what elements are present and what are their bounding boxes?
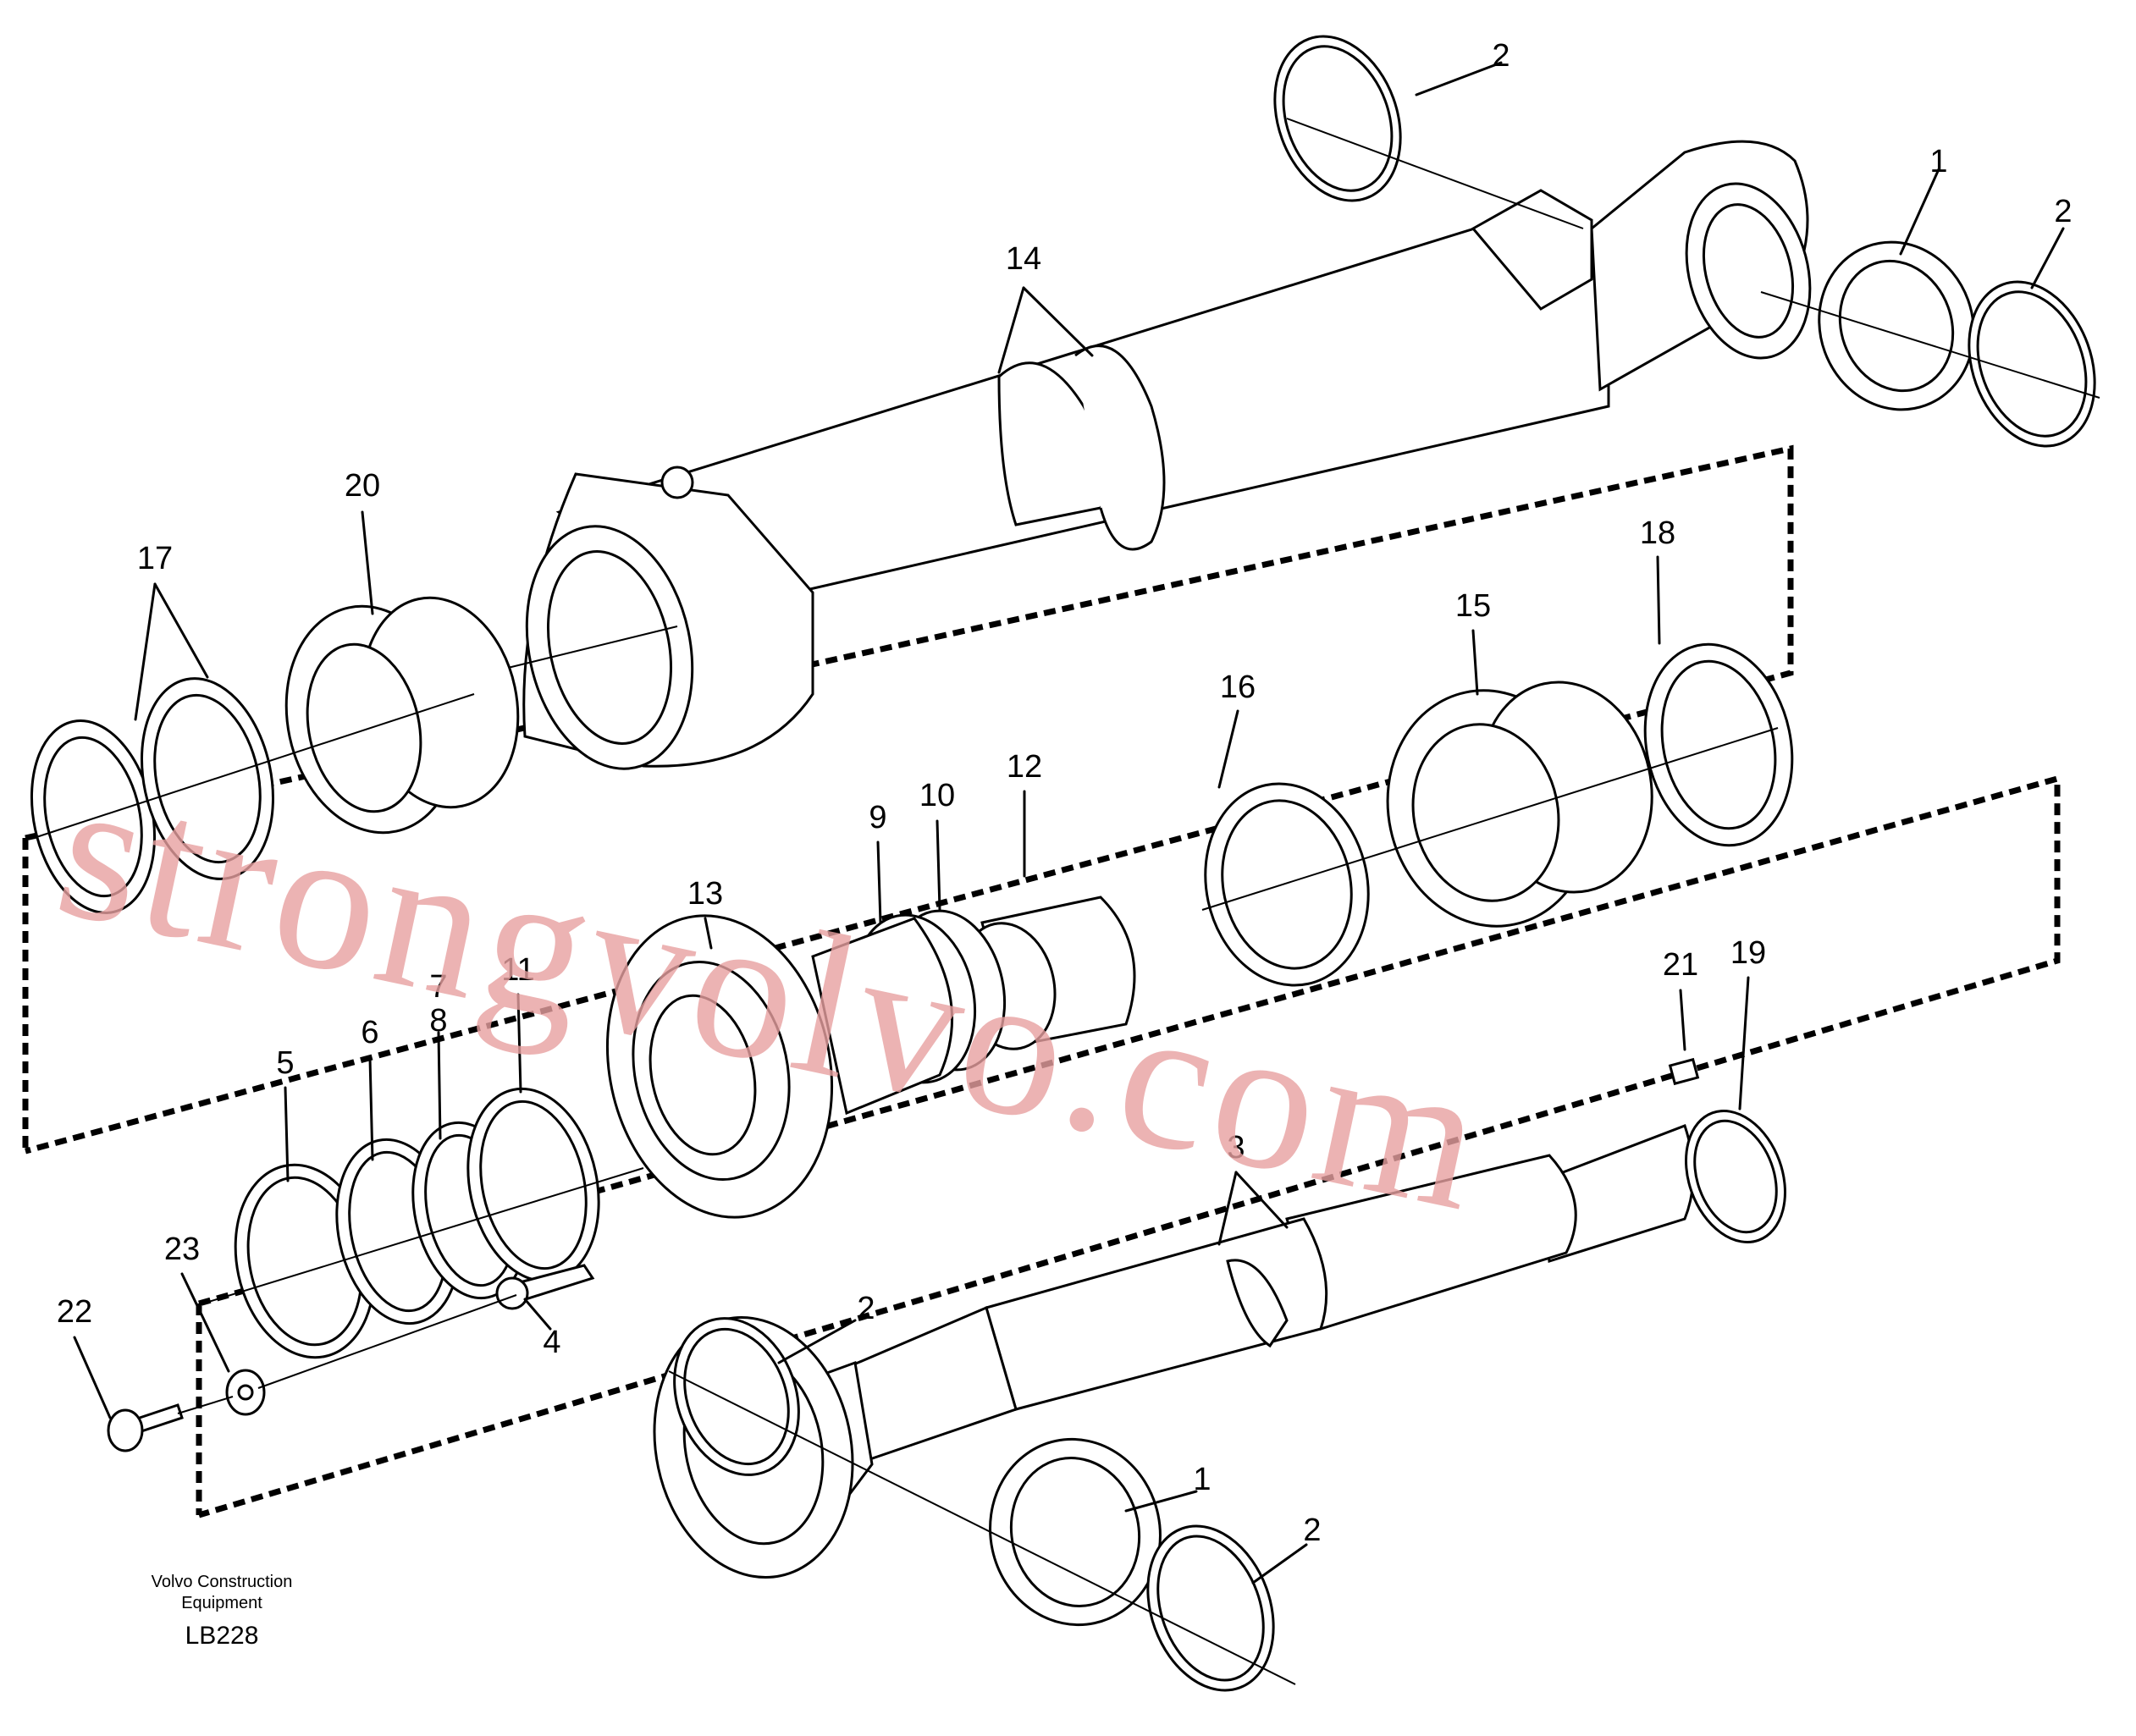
rod-seal-group [202,1087,644,1359]
group-frame-lower [196,774,2061,1518]
part-label-4: 4 [543,1325,560,1360]
part-label-14: 14 [1006,241,1041,277]
part-label-23: 23 [164,1232,200,1267]
part-label-17: 17 [137,541,173,576]
part-label-3: 3 [1227,1130,1245,1166]
lock-ring-and-screw [1668,1057,1786,1243]
cylinder-head-group [605,896,1136,1219]
part-label-5: 5 [276,1045,294,1081]
part-label-1-top: 1 [1929,144,1947,179]
part-label-13: 13 [687,876,723,912]
part-label-22: 22 [57,1294,92,1330]
part-label-2-top: 2 [1492,38,1510,74]
footer-block: Volvo Construction Equipment LB228 [152,1573,293,1650]
piston-rod [653,1124,1695,1692]
part-label-2-mid: 2 [857,1291,875,1326]
part-label-2-right: 2 [2054,194,2072,229]
part-label-12: 12 [1007,749,1042,785]
part-label-18: 18 [1640,515,1675,551]
upper-bearing-group [1273,35,2100,448]
part-label-20: 20 [345,468,380,504]
part-label-1-bottom: 1 [1193,1462,1211,1497]
group-frame-upper [22,444,1794,1155]
part-label-7: 7 [429,969,447,1005]
part-label-15: 15 [1455,588,1491,624]
part-label-2-bottom: 2 [1303,1513,1321,1548]
leader-lines [73,61,2065,1584]
part-labels: 2 1 2 14 20 17 18 15 16 12 10 9 13 11 7 … [57,38,2073,1548]
screw-and-washer [107,1264,595,1452]
part-label-21: 21 [1663,947,1698,983]
piston-seal-group [1201,642,1794,987]
part-label-11: 11 [501,952,534,988]
cylinder-barrel [469,140,1812,770]
head-seal-group [30,596,520,914]
part-label-19: 19 [1730,935,1766,971]
footer-line-2: Equipment [181,1594,262,1612]
part-label-9: 9 [869,800,886,835]
part-label-10: 10 [919,778,955,813]
part-label-16: 16 [1220,670,1256,705]
diagram-code: LB228 [185,1622,259,1650]
footer-line-1: Volvo Construction [152,1573,293,1591]
part-label-6: 6 [361,1015,378,1050]
part-label-8: 8 [429,1003,447,1039]
